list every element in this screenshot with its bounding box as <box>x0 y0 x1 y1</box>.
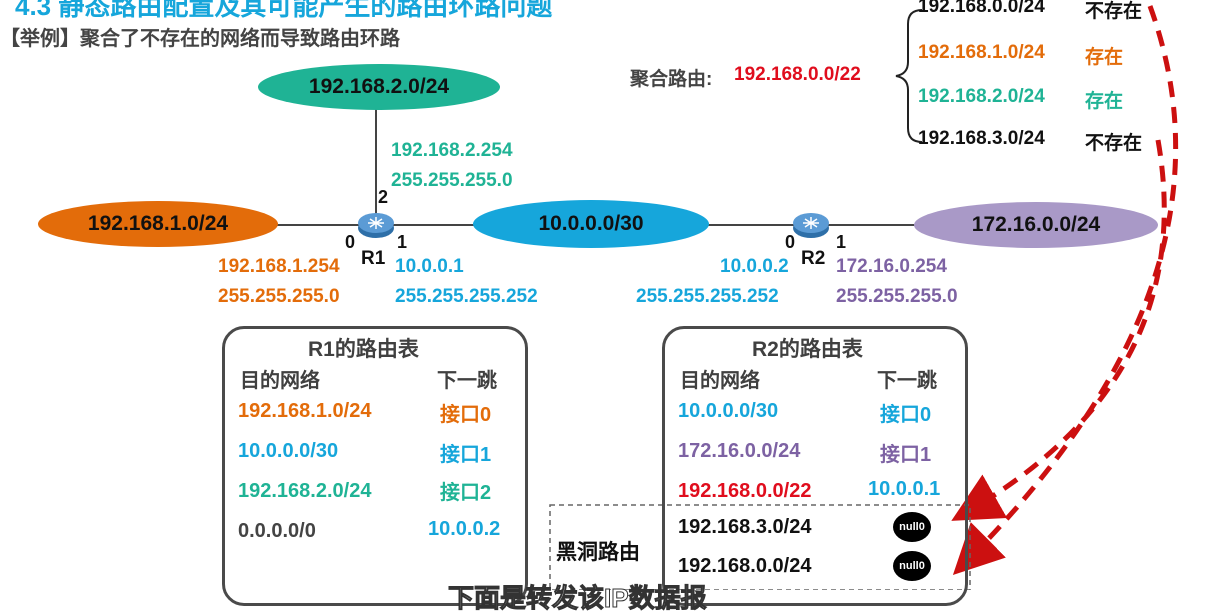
r2-col-next: 下一跳 <box>877 370 937 392</box>
r1-if2-label: 2 <box>378 187 389 207</box>
aggregation-label: 聚合路由: <box>630 69 713 90</box>
r1-row-3-dest: 0.0.0.0/0 <box>238 520 316 542</box>
r1-row-1-dest: 10.0.0.0/30 <box>238 440 339 462</box>
network-10-0-0-0: 10.0.0.0/30 <box>473 200 709 248</box>
r2-if0-label: 0 <box>785 232 796 252</box>
router-r1-icon <box>356 210 396 240</box>
null0-interface-4: null0 <box>893 551 931 581</box>
r1-if0-ip: 192.168.1.254 <box>218 256 340 277</box>
router-r1-label: R1 <box>361 248 386 269</box>
agg-member-2-net: 192.168.2.0/24 <box>918 86 1045 107</box>
r1-row-2-dest: 192.168.2.0/24 <box>238 480 372 502</box>
r1-col-dest: 目的网络 <box>240 370 320 392</box>
r1-table-title: R1的路由表 <box>308 338 419 361</box>
blackhole-box <box>549 504 971 590</box>
r2-if1-mask: 255.255.255.0 <box>836 286 958 307</box>
r2-row-2-next: 10.0.0.1 <box>868 478 941 500</box>
r1-if1-ip: 10.0.0.1 <box>395 256 464 277</box>
arrow-to-blackhole-0 <box>952 5 1179 576</box>
r2-if0-ip: 10.0.0.2 <box>720 256 789 277</box>
agg-member-3-net: 192.168.3.0/24 <box>918 128 1045 149</box>
r1-row-0-next: 接口0 <box>440 404 492 426</box>
r2-if1-ip: 172.16.0.254 <box>836 256 947 277</box>
agg-member-3-status: 不存在 <box>1085 133 1143 154</box>
r1-if2-ip: 192.168.2.254 <box>391 140 513 161</box>
arrow-to-blackhole-3 <box>951 139 1167 521</box>
agg-member-0-status: 不存在 <box>1085 1 1143 22</box>
aggregation-route: 192.168.0.0/22 <box>734 64 861 85</box>
r2-if0-mask: 255.255.255.252 <box>636 286 779 307</box>
r2-if1-label: 1 <box>836 232 847 252</box>
r2-row-3-dest: 192.168.3.0/24 <box>678 516 812 539</box>
network-192-168-2: 192.168.2.0/24 <box>258 64 500 110</box>
r1-if0-label: 0 <box>345 232 356 252</box>
r2-row-4-dest: 192.168.0.0/24 <box>678 555 812 578</box>
r2-row-0-dest: 10.0.0.0/30 <box>678 400 779 422</box>
r1-if1-mask: 255.255.255.252 <box>395 286 538 307</box>
r2-row-1-dest: 172.16.0.0/24 <box>678 440 801 462</box>
blackhole-route-label: 黑洞路由 <box>556 541 640 564</box>
agg-member-0-net: 192.168.0.0/24 <box>918 0 1045 17</box>
r1-row-2-next: 接口2 <box>440 482 492 504</box>
network-192-168-1: 192.168.1.0/24 <box>38 201 278 247</box>
router-r2-label: R2 <box>801 248 826 269</box>
agg-member-2-status: 存在 <box>1085 91 1124 112</box>
r2-row-0-next: 接口0 <box>880 404 932 426</box>
aggregation-brace <box>895 9 923 143</box>
agg-member-1-net: 192.168.1.0/24 <box>918 42 1045 63</box>
r2-table-title: R2的路由表 <box>752 338 863 361</box>
r2-row-1-next: 接口1 <box>880 444 932 466</box>
null0-interface-3: null0 <box>893 512 931 542</box>
r1-row-1-next: 接口1 <box>440 444 492 466</box>
r2-row-2-dest: 192.168.0.0/22 <box>678 480 812 502</box>
r1-if0-mask: 255.255.255.0 <box>218 286 340 307</box>
network-172-16-0: 172.16.0.0/24 <box>914 202 1158 248</box>
r1-row-3-next: 10.0.0.2 <box>428 518 501 540</box>
r1-if2-mask: 255.255.255.0 <box>391 170 513 191</box>
router-r2-icon <box>791 210 831 240</box>
r1-if1-label: 1 <box>397 232 408 252</box>
r1-col-next: 下一跳 <box>437 370 497 392</box>
agg-member-1-status: 存在 <box>1085 47 1124 68</box>
page-subtitle: 【举例】聚合了不存在的网络而导致路由环路 <box>0 28 400 50</box>
page-title: 4.3 静态路由配置及其可能产生的路由环路问题 <box>15 0 553 21</box>
r2-col-dest: 目的网络 <box>680 370 760 392</box>
r1-row-0-dest: 192.168.1.0/24 <box>238 400 372 422</box>
subtitle-caption: 下面是转发该IP数据报 <box>448 583 708 614</box>
